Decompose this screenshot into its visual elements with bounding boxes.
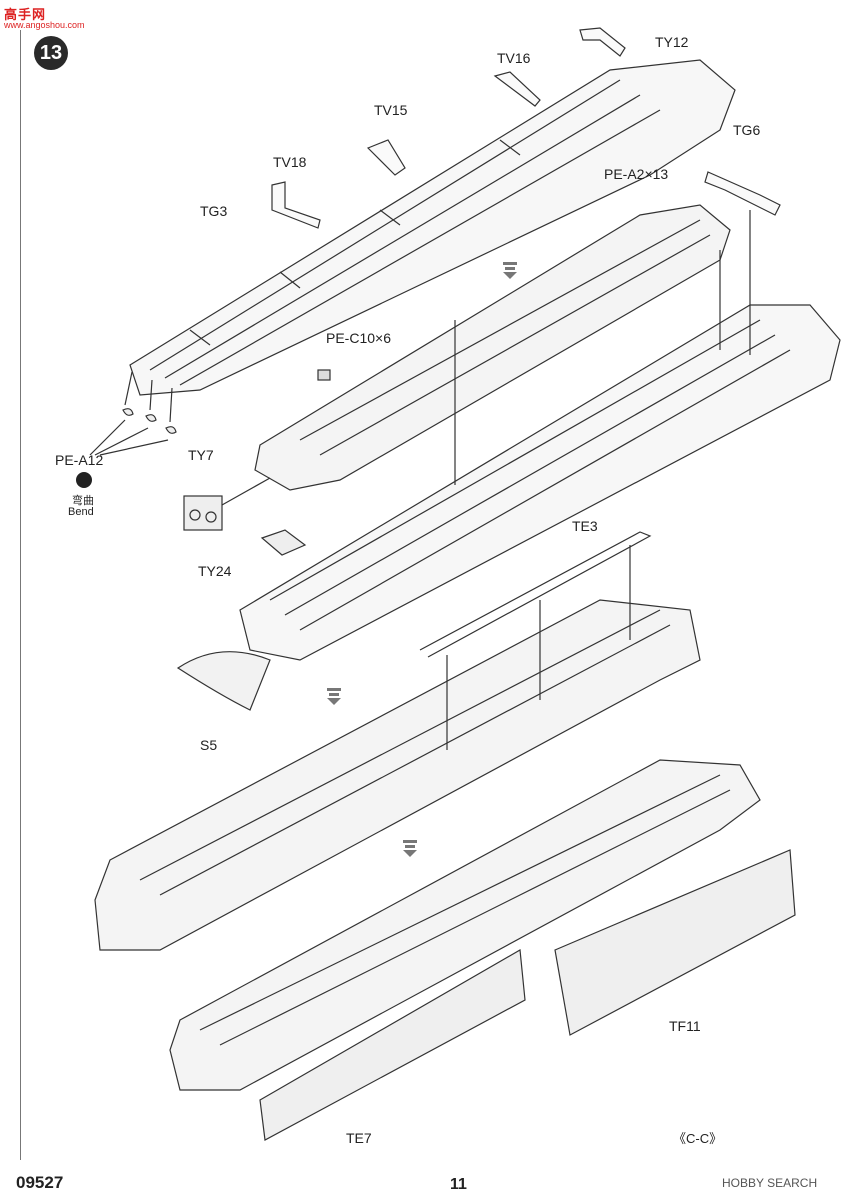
label-s5: S5 <box>200 737 218 753</box>
section-label: 《C-C》 <box>673 1131 723 1146</box>
ty7-part <box>183 495 223 531</box>
bend-label-en: Bend <box>68 506 94 518</box>
label-tf11: TF11 <box>669 1018 701 1034</box>
label-te3: TE3 <box>572 518 598 534</box>
label-ty12: TY12 <box>655 34 689 50</box>
tg3-deck-part <box>129 59 736 396</box>
bend-icon <box>76 472 92 488</box>
ty24-part <box>260 529 307 556</box>
page-number: 11 <box>450 1176 467 1193</box>
label-tg6: TG6 <box>733 122 761 138</box>
s5-part <box>176 651 271 711</box>
lower-hull-part <box>94 599 701 951</box>
final-hull-part <box>169 759 761 1091</box>
product-code: 09527 <box>16 1173 64 1192</box>
source-watermark: HOBBY SEARCH <box>722 1176 818 1190</box>
tf11-part <box>554 849 796 1036</box>
bend-label-cn: 弯曲 <box>72 495 94 507</box>
label-ty24: TY24 <box>198 563 232 579</box>
te3-part <box>419 531 652 658</box>
page-frame <box>20 30 855 1160</box>
label-pe-c10: PE-C10×6 <box>326 330 391 346</box>
label-pe-a12: PE-A12 <box>55 452 104 468</box>
label-tv15: TV15 <box>374 102 408 118</box>
label-pe-a2: PE-A2×13 <box>604 166 669 182</box>
watermark-logo: 高手网 <box>4 7 47 22</box>
label-tv18: TV18 <box>273 154 307 170</box>
watermark-url: www.angoshou.com <box>4 20 85 30</box>
label-tg3: TG3 <box>200 203 228 219</box>
tv16-part <box>493 71 541 107</box>
middle-deck-part <box>239 304 841 661</box>
label-tv16: TV16 <box>497 50 531 66</box>
label-te7: TE7 <box>346 1130 372 1146</box>
tg6-part <box>704 171 781 216</box>
te7-part <box>259 949 526 1141</box>
label-ty7: TY7 <box>188 447 214 463</box>
ty12-part <box>579 27 626 57</box>
tv15-part <box>366 139 406 176</box>
tv18-part <box>271 181 321 229</box>
step-number-badge: 13 <box>34 36 68 70</box>
